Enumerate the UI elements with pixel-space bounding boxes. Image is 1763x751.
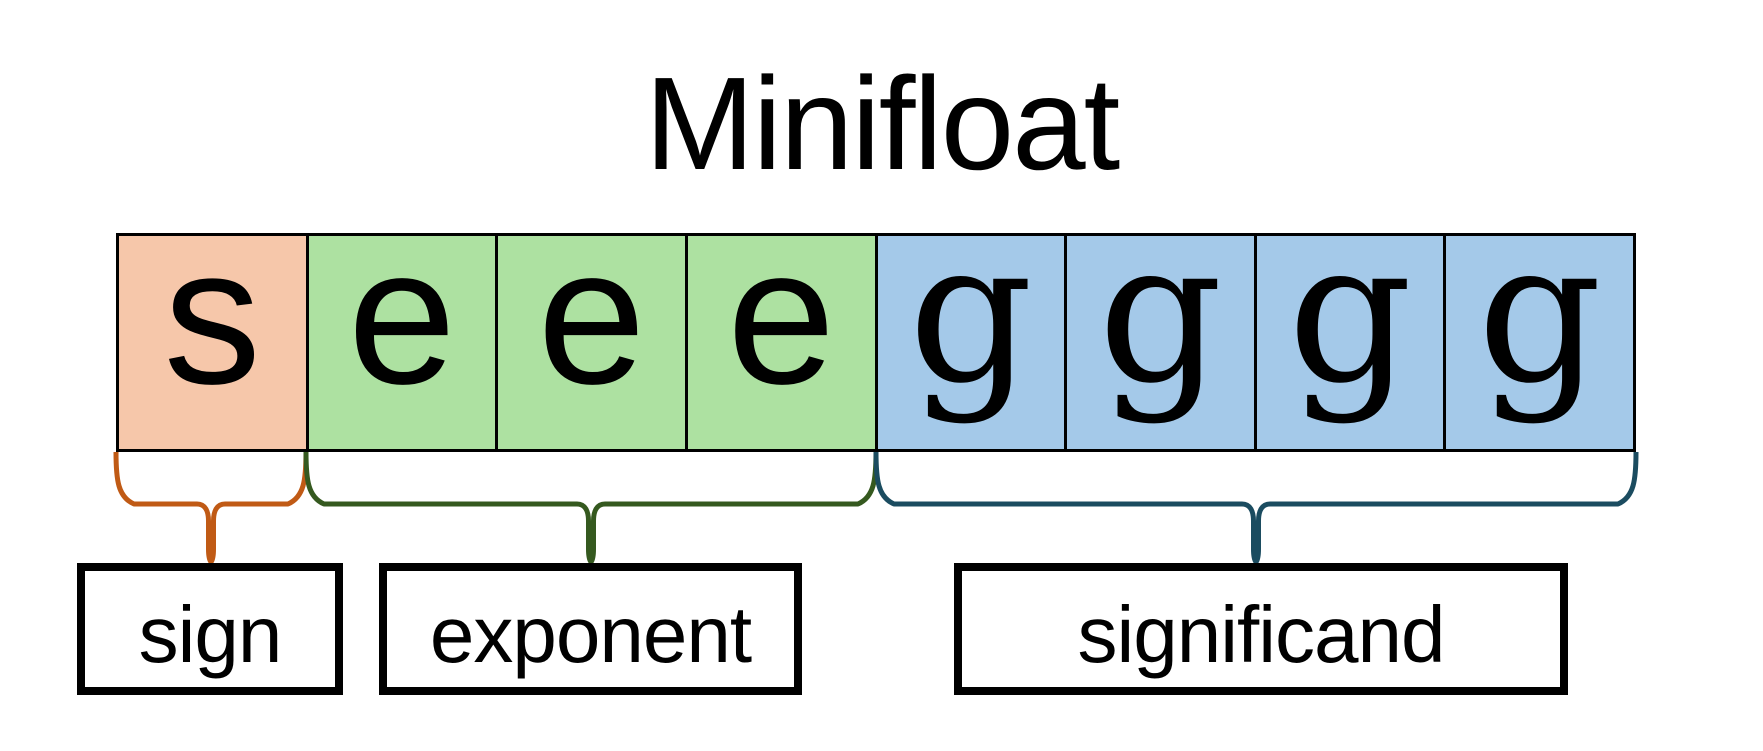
exponent-bit-letter: e (537, 207, 646, 425)
exponent-brace (303, 451, 879, 565)
significand-label-box: significand (954, 563, 1568, 695)
exponent-bit-letter: e (726, 207, 836, 425)
significand-label: significand (1077, 590, 1445, 679)
cell-significand-bit-3: g (1256, 215, 1447, 449)
significand-bit-letter: g (908, 199, 1034, 426)
cell-exponent-bit-1: e (308, 219, 499, 449)
significand-brace (873, 451, 1639, 565)
significand-bit-letter: g (1098, 199, 1223, 426)
exponent-label: exponent (429, 590, 752, 679)
diagram-title: Minifloat (644, 50, 1121, 197)
bitfield-row: s e e e g g g g (116, 215, 1636, 452)
cell-significand-bit-4: g (1446, 215, 1633, 449)
sign-bit-letter: s (163, 207, 262, 425)
significand-bit-letter: g (1287, 199, 1413, 426)
cell-exponent-bit-3: e (687, 219, 878, 449)
exponent-bit-letter: e (347, 207, 457, 425)
sign-label-box: sign (77, 563, 343, 695)
cell-exponent-bit-2: e (498, 219, 688, 449)
exponent-label-box: exponent (379, 563, 802, 695)
sign-brace (113, 451, 309, 565)
significand-bit-letter: g (1477, 199, 1603, 426)
sign-label: sign (138, 590, 283, 679)
cell-sign-bit: s (119, 219, 309, 449)
cell-significand-bit-2: g (1067, 215, 1257, 449)
cell-significand-bit-1: g (877, 215, 1068, 449)
